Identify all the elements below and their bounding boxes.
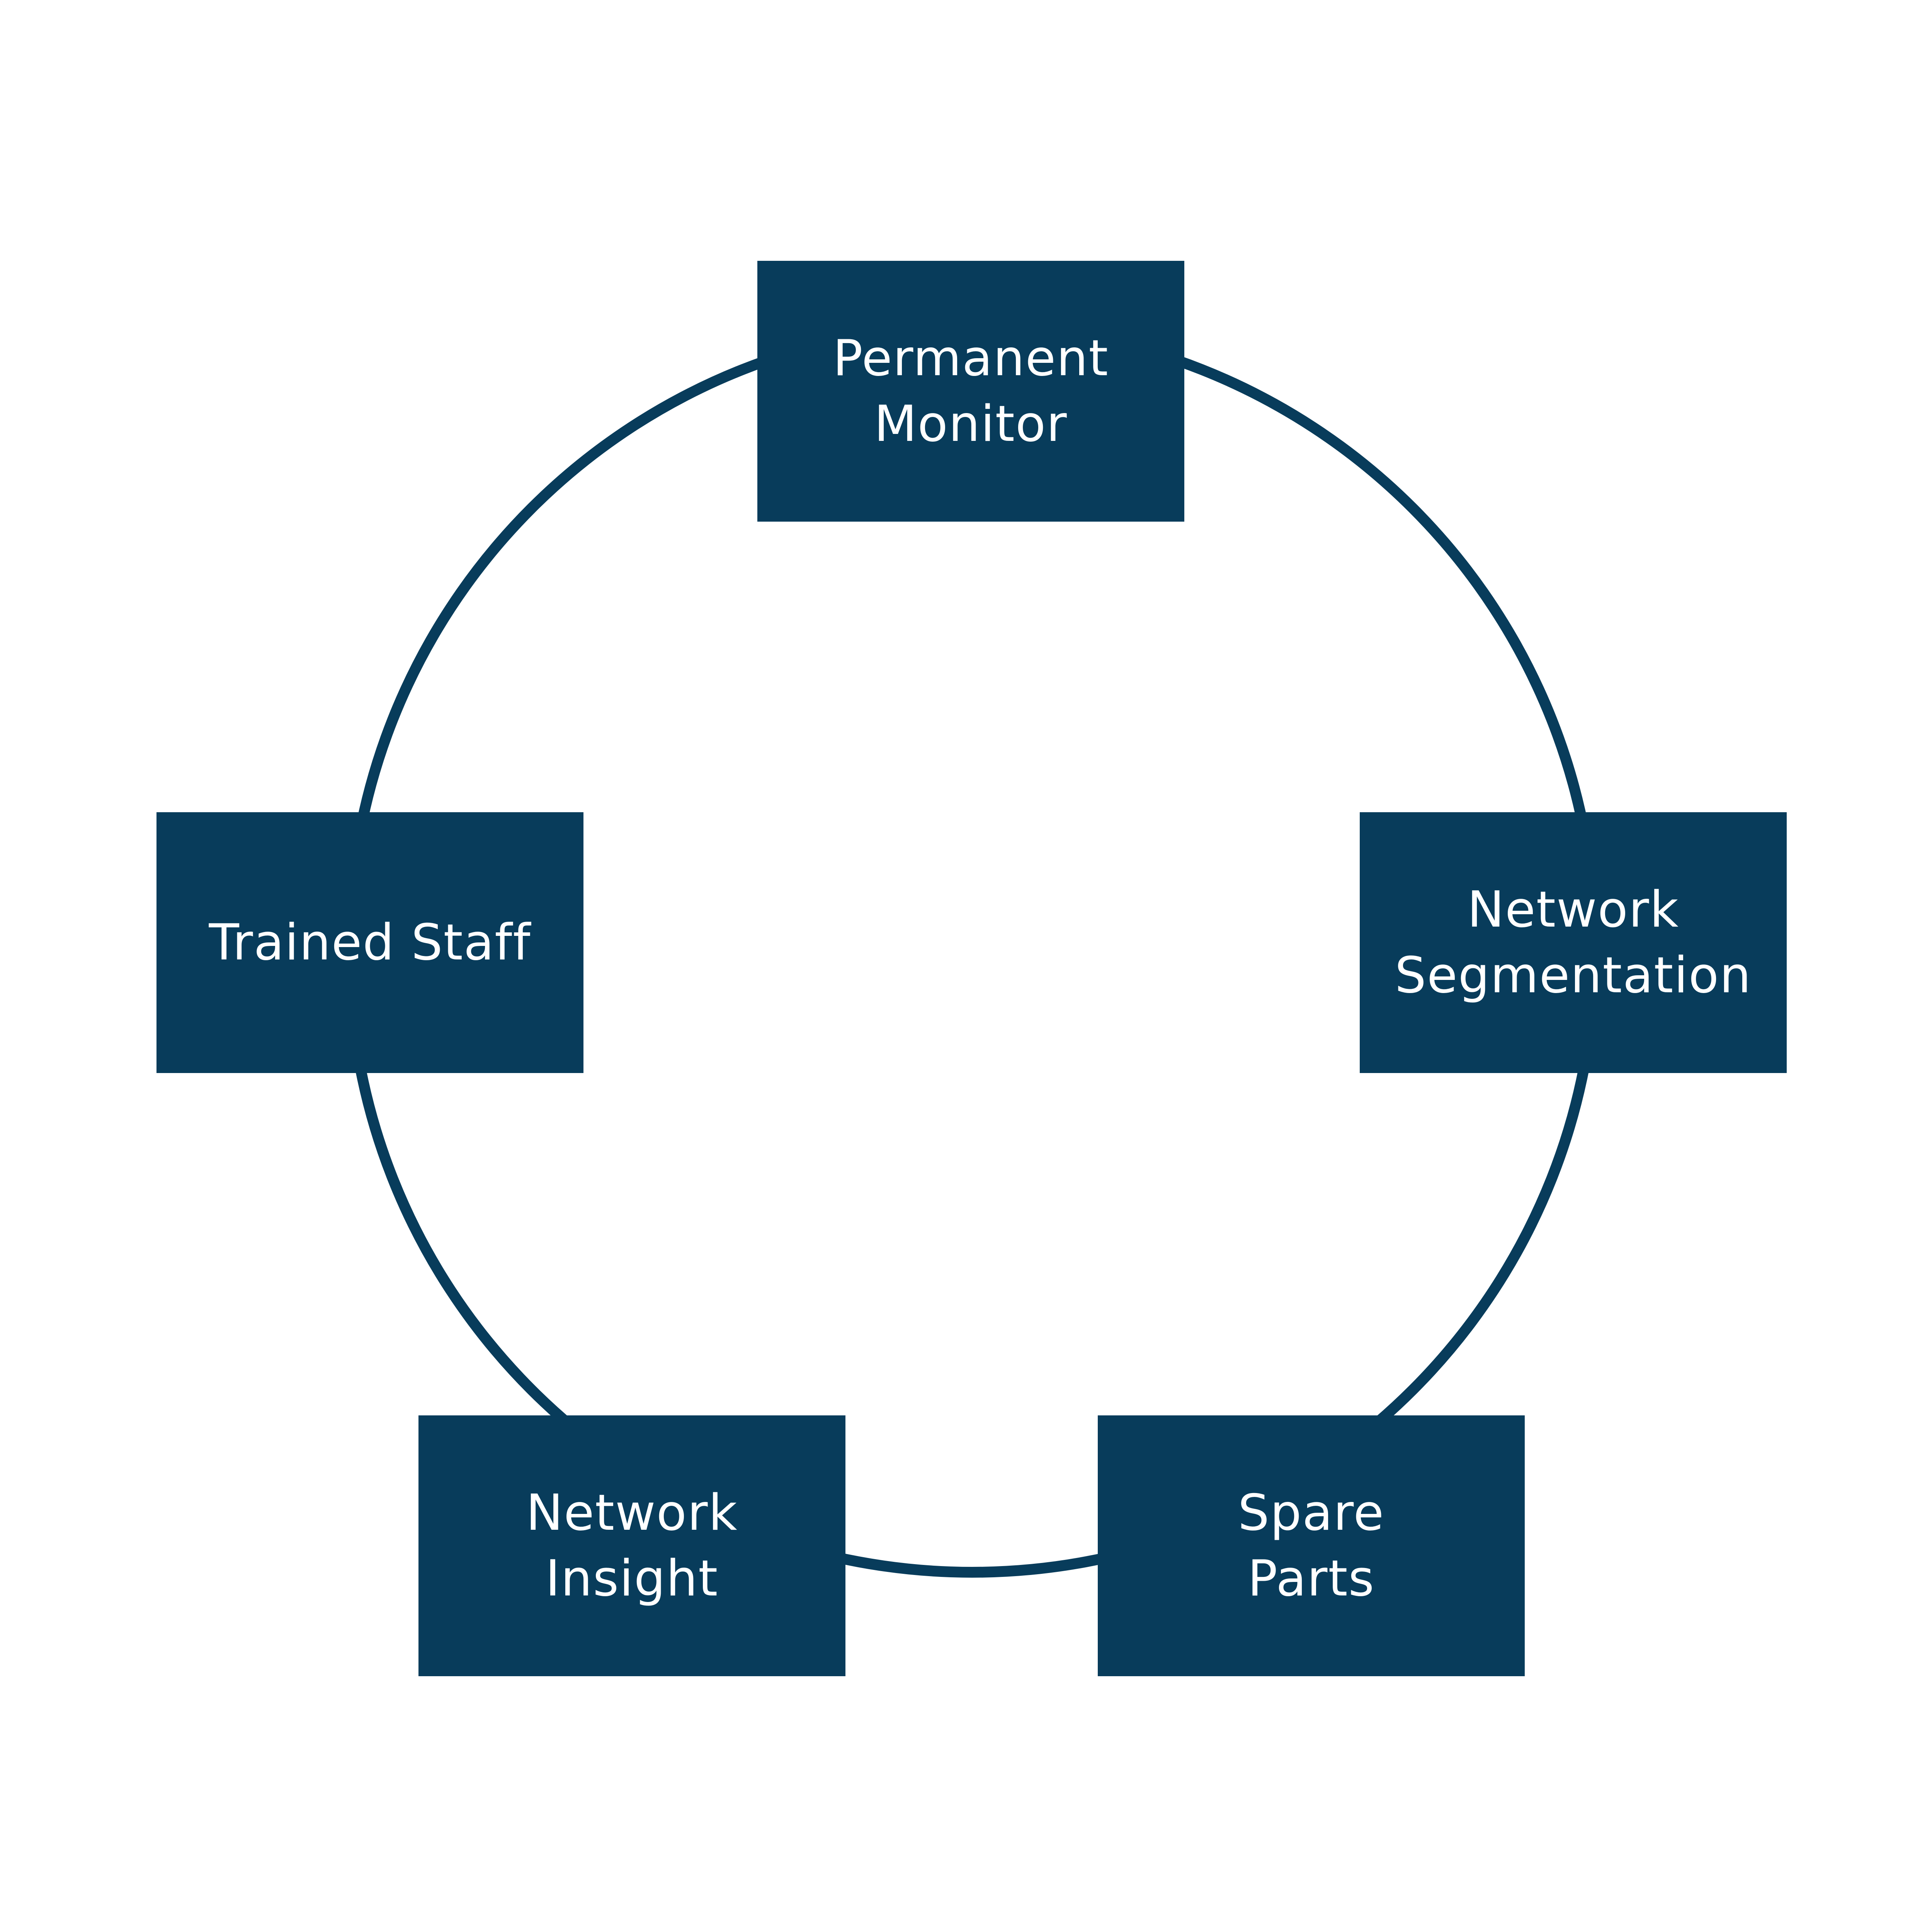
node-label-line: Monitor [874, 395, 1068, 453]
node-label-line: Spare [1238, 1484, 1385, 1542]
node-label-line: Segmentation [1395, 946, 1752, 1004]
node-network-segmentation: Network Segmentation [1360, 812, 1787, 1073]
node-label-line: Network [526, 1484, 738, 1542]
node-label-line: Network [1467, 881, 1679, 939]
node-label-line: Permanent [833, 329, 1109, 387]
node-trained-staff: Trained Staff [156, 812, 583, 1073]
node-spare-parts: Spare Parts [1098, 1415, 1525, 1676]
node-label-line: Trained Staff [209, 913, 531, 971]
node-network-insight: Network Insight [418, 1415, 845, 1676]
node-label-line: Parts [1247, 1549, 1375, 1607]
node-permanent-monitor: Permanent Monitor [757, 261, 1184, 522]
node-label-line: Insight [545, 1549, 719, 1607]
